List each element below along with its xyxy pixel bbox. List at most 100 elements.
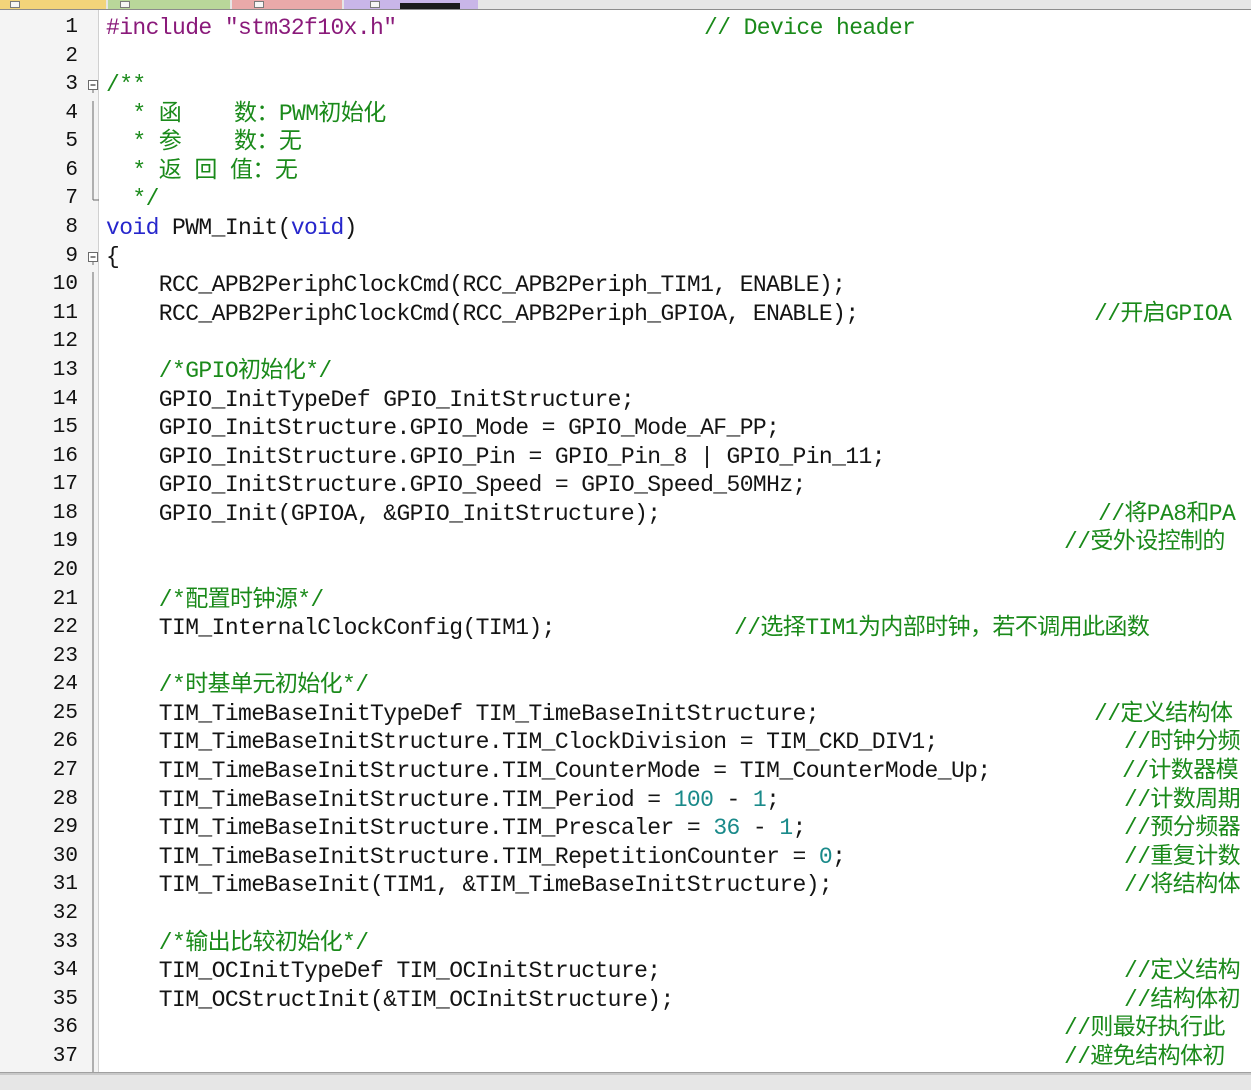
code-line[interactable]: 14 GPIO_InitTypeDef GPIO_InitStructure; — [0, 386, 1251, 416]
code-token: "stm32f10x.h" — [224, 15, 397, 41]
code-line[interactable]: 33 /*输出比较初始化*/ — [0, 929, 1251, 959]
fold-guide-line — [87, 672, 99, 702]
editor-tab-strip — [0, 0, 1251, 10]
line-number: 8 — [65, 216, 78, 240]
code-token: /*配置时钟源*/ — [106, 586, 324, 613]
line-number: 36 — [52, 1016, 78, 1040]
code-line[interactable]: 20 — [0, 557, 1251, 587]
code-line[interactable]: 26 TIM_TimeBaseInitStructure.TIM_ClockDi… — [0, 728, 1251, 759]
code-line[interactable]: 2 — [0, 43, 1251, 72]
code-line[interactable]: 25 TIM_TimeBaseInitTypeDef TIM_TimeBaseI… — [0, 700, 1251, 730]
fold-guide-line — [87, 586, 99, 616]
trailing-comment: //定义结构体 — [1094, 700, 1233, 727]
code-line[interactable]: 17 GPIO_InitStructure.GPIO_Speed = GPIO_… — [0, 471, 1251, 502]
code-line[interactable]: 23 — [0, 643, 1251, 673]
trailing-comment: //避免结构体初 — [1064, 1043, 1225, 1070]
code-token: * 返 回 值：无 — [106, 157, 298, 184]
code-line[interactable]: 35 TIM_OCStructInit(&TIM_OCInitStructure… — [0, 986, 1251, 1016]
code-line[interactable]: 15 GPIO_InitStructure.GPIO_Mode = GPIO_M… — [0, 414, 1251, 445]
code-token: - — [739, 815, 780, 842]
code-line[interactable]: 5 * 参 数：无 — [0, 128, 1251, 159]
line-number: 33 — [52, 930, 78, 954]
code-line[interactable]: 36//则最好执行此 — [0, 1014, 1251, 1045]
code-text: TIM_TimeBaseInitStructure.TIM_Repetition… — [106, 843, 846, 872]
code-text: GPIO_InitTypeDef GPIO_InitStructure; — [106, 386, 635, 415]
fold-guide-line — [87, 529, 99, 559]
fold-guide-line — [87, 500, 99, 530]
code-line[interactable]: 30 TIM_TimeBaseInitStructure.TIM_Repetit… — [0, 843, 1251, 873]
code-line[interactable]: 6 * 返 回 值：无 — [0, 157, 1251, 187]
line-number-gutter — [0, 10, 84, 1072]
code-token: - — [713, 786, 753, 813]
code-line[interactable]: 3/** — [0, 71, 1251, 100]
line-number: 17 — [52, 473, 78, 497]
line-number: 19 — [52, 530, 78, 554]
tab-2[interactable] — [108, 0, 230, 9]
code-token: 1 — [752, 786, 767, 813]
code-line[interactable]: 7 */ — [0, 185, 1251, 214]
line-number: 26 — [52, 730, 78, 754]
fold-toggle-icon[interactable] — [87, 250, 99, 265]
fold-guide-line — [87, 786, 99, 816]
fold-guide-line — [87, 329, 99, 359]
code-token: TIM_TimeBaseInitTypeDef TIM_TimeBaseInit… — [106, 700, 820, 727]
code-token: /*GPIO初始化*/ — [106, 357, 332, 384]
code-line[interactable]: 19 //受外设控制的 — [0, 528, 1251, 559]
code-line[interactable]: 12 — [0, 328, 1251, 359]
code-line[interactable]: 4 * 函 数：PWM初始化 — [0, 100, 1251, 130]
fold-margin — [84, 10, 99, 1072]
trailing-comment: //定义结构 — [1124, 958, 1241, 985]
status-bar — [0, 1072, 1251, 1090]
line-number: 29 — [52, 816, 78, 840]
fold-toggle-icon[interactable] — [87, 78, 99, 94]
tab-4-active[interactable] — [344, 0, 478, 9]
line-number: 32 — [52, 901, 78, 925]
code-token: TIM_InternalClockConfig(TIM1); — [106, 615, 556, 642]
line-number: 15 — [52, 416, 78, 440]
line-number: 31 — [52, 873, 78, 897]
fold-guide-line — [87, 300, 99, 330]
tab-1[interactable] — [0, 0, 106, 9]
code-line[interactable]: 28 TIM_TimeBaseInitStructure.TIM_Period … — [0, 786, 1251, 816]
code-token: 36 — [713, 815, 740, 842]
code-line[interactable]: 11 RCC_APB2PeriphClockCmd(RCC_APB2Periph… — [0, 300, 1251, 330]
code-line[interactable]: 1#include "stm32f10x.h"// Device header — [0, 14, 1251, 43]
code-line[interactable]: 27 TIM_TimeBaseInitStructure.TIM_Counter… — [0, 757, 1251, 788]
code-token: GPIO_Init(GPIOA, &GPIO_InitStructure); — [106, 500, 661, 527]
code-line[interactable]: 32 — [0, 900, 1251, 930]
code-token: /** — [106, 72, 146, 99]
code-text: TIM_InternalClockConfig(TIM1); — [106, 614, 556, 643]
fold-guide-line — [87, 872, 99, 902]
code-line[interactable]: 34 TIM_OCInitTypeDef TIM_OCInitStructure… — [0, 957, 1251, 988]
code-line[interactable]: 31 TIM_TimeBaseInit(TIM1, &TIM_TimeBaseI… — [0, 871, 1251, 902]
code-text: #include "stm32f10x.h" — [106, 14, 397, 43]
code-line[interactable]: 13 /*GPIO初始化*/ — [0, 357, 1251, 387]
code-line[interactable]: 9{ — [0, 243, 1251, 272]
code-line[interactable]: 18 GPIO_Init(GPIOA, &GPIO_InitStructure)… — [0, 500, 1251, 530]
line-number: 16 — [52, 444, 78, 468]
fold-guide-line — [87, 615, 99, 645]
line-number: 35 — [52, 987, 78, 1011]
code-line[interactable]: 29 TIM_TimeBaseInitStructure.TIM_Prescal… — [0, 814, 1251, 845]
code-line[interactable]: 21 /*配置时钟源*/ — [0, 586, 1251, 616]
fold-guide-line — [87, 643, 99, 673]
code-text: TIM_OCInitTypeDef TIM_OCInitStructure; — [106, 957, 661, 986]
code-line[interactable]: 24 /*时基单元初始化*/ — [0, 671, 1251, 702]
code-line[interactable]: 10 RCC_APB2PeriphClockCmd(RCC_APB2Periph… — [0, 271, 1251, 302]
tab-3[interactable] — [232, 0, 342, 9]
trailing-comment: //将结构体 — [1124, 872, 1241, 899]
file-icon — [120, 1, 130, 8]
fold-guide-line — [87, 557, 99, 587]
code-token: #include — [106, 15, 225, 41]
code-line[interactable]: 22 TIM_InternalClockConfig(TIM1);//选择TIM… — [0, 614, 1251, 645]
line-number: 2 — [65, 44, 78, 68]
code-token: ; — [792, 815, 807, 842]
code-token: ; — [766, 786, 780, 813]
trailing-comment: //预分频器 — [1124, 815, 1241, 842]
code-text: /** — [106, 71, 146, 100]
code-line[interactable]: 16 GPIO_InitStructure.GPIO_Pin = GPIO_Pi… — [0, 443, 1251, 473]
trailing-comment: //受外设控制的 — [1064, 529, 1225, 556]
code-line[interactable]: 37//避免结构体初 — [0, 1043, 1251, 1072]
